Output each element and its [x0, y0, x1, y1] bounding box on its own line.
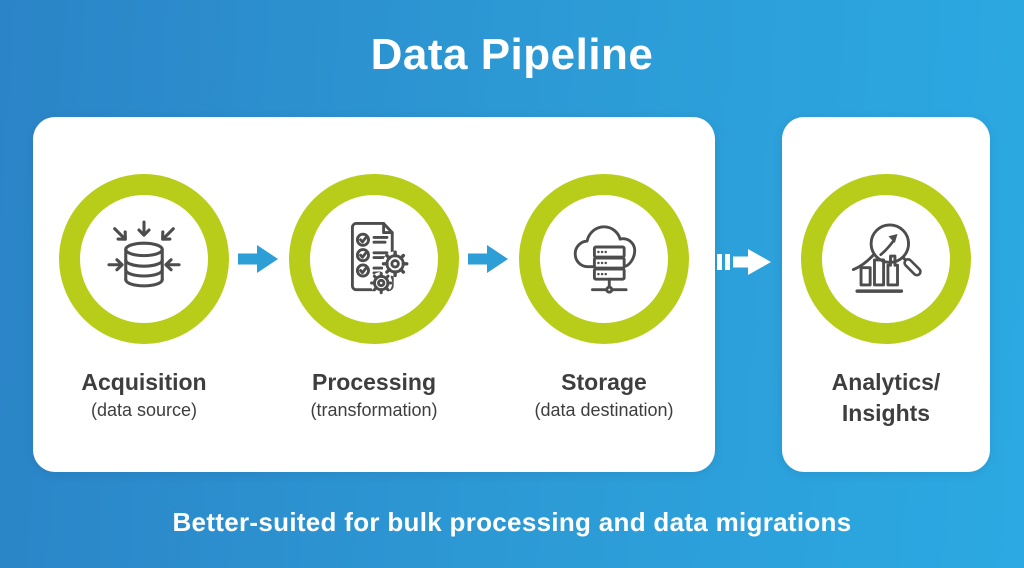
page-title: Data Pipeline	[370, 30, 654, 79]
arrow-right-icon	[238, 245, 280, 278]
arrow-right-icon	[468, 245, 510, 278]
pipeline-panel: Acquisition (data source)	[33, 117, 715, 472]
caption: Better-suited for bulk processing and da…	[172, 507, 852, 537]
stage-label: Analytics/	[831, 369, 941, 395]
acquisition-ring	[59, 174, 229, 344]
checklist-gears-icon	[326, 211, 422, 307]
analytics-panel: Analytics/ Insights	[782, 117, 990, 472]
storage-ring	[519, 174, 689, 344]
stage-processing: Processing (transformation)	[285, 174, 463, 421]
stage-label-line2: Insights	[841, 400, 931, 426]
stage-acquisition: Acquisition (data source)	[55, 174, 233, 421]
processing-ring	[289, 174, 459, 344]
magnifier-analytics-icon	[838, 211, 934, 307]
stage-analytics: Analytics/ Insights	[797, 174, 975, 427]
cloud-server-icon	[556, 211, 652, 307]
database-intake-icon	[96, 211, 192, 307]
stage-label: Processing	[312, 369, 436, 395]
stage-label: Storage	[561, 369, 647, 395]
fast-forward-arrow-icon	[717, 247, 775, 282]
stage-sublabel: (transformation)	[310, 400, 438, 420]
stage-sublabel: (data source)	[90, 400, 198, 420]
stage-label: Acquisition	[81, 369, 207, 395]
stage-sublabel: (data destination)	[534, 400, 674, 420]
stage-storage: Storage (data destination)	[515, 174, 693, 421]
analytics-ring	[801, 174, 971, 344]
